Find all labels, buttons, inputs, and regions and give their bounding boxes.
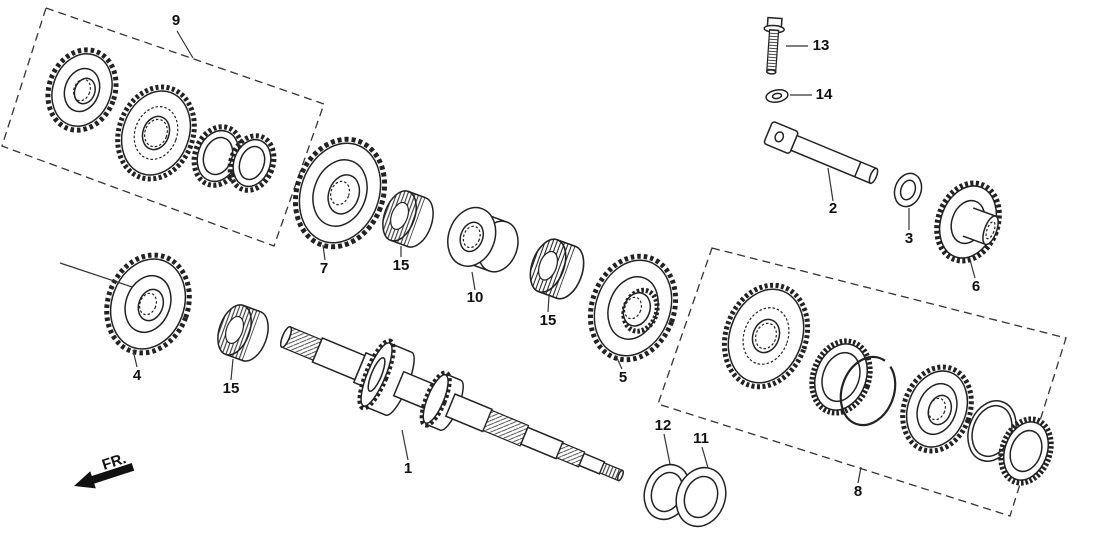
snap-ring-8c <box>839 355 897 427</box>
synchro-ring-8b <box>809 338 873 416</box>
gear-small-9a <box>45 47 119 133</box>
part-label-14: 14 <box>816 86 833 103</box>
fr-direction-marker: FR. <box>74 450 135 489</box>
part-label-7: 7 <box>320 260 328 277</box>
part-label-6: 6 <box>972 278 980 295</box>
part-label-2: 2 <box>829 200 837 217</box>
part-label-15b: 15 <box>540 312 557 329</box>
part-10-collar <box>447 206 519 273</box>
part-label-13: 13 <box>813 37 830 54</box>
synchro-ring-9d <box>227 133 277 193</box>
part-5-gear <box>587 253 679 363</box>
part-label-15c: 15 <box>223 380 240 397</box>
part-7-gear <box>292 136 388 250</box>
part-15-needle-bearing-b <box>522 233 592 305</box>
part-11-ring <box>675 466 727 528</box>
part-13-bolt <box>763 16 785 75</box>
part-label-5: 5 <box>619 369 627 386</box>
synchro-hub-9b <box>115 84 197 182</box>
part-label-3: 3 <box>905 230 913 247</box>
part-label-4: 4 <box>133 367 142 384</box>
part-label-11: 11 <box>693 430 709 447</box>
part-label-9: 9 <box>172 12 180 29</box>
assembly-box-8 <box>657 247 1067 517</box>
part-label-1: 1 <box>404 460 412 477</box>
assembly-box-9 <box>1 7 325 247</box>
part-3-ring <box>893 172 923 208</box>
part-label-12: 12 <box>655 417 672 434</box>
leader-lines <box>132 30 976 484</box>
part-label-15a: 15 <box>393 257 410 274</box>
part-4-gear <box>104 252 192 356</box>
fr-label: FR. <box>100 450 128 474</box>
axis-line-part-4 <box>59 262 133 288</box>
part-14-washer <box>765 89 789 103</box>
part-15-needle-bearing-c <box>210 299 276 367</box>
part-2-shaft <box>763 121 879 185</box>
gear-8d <box>900 364 974 454</box>
toothed-ring-8f <box>998 416 1054 486</box>
synchro-hub-8a <box>721 282 811 390</box>
part-label-8: 8 <box>854 483 862 500</box>
part-labels: 9 13 14 2 3 6 7 15 10 15 5 4 15 1 12 11 … <box>133 12 980 500</box>
part-label-10: 10 <box>467 289 484 306</box>
part-6-gear <box>934 180 1002 264</box>
part-1-mainshaft <box>279 325 624 482</box>
fr-arrow-icon <box>74 463 135 489</box>
